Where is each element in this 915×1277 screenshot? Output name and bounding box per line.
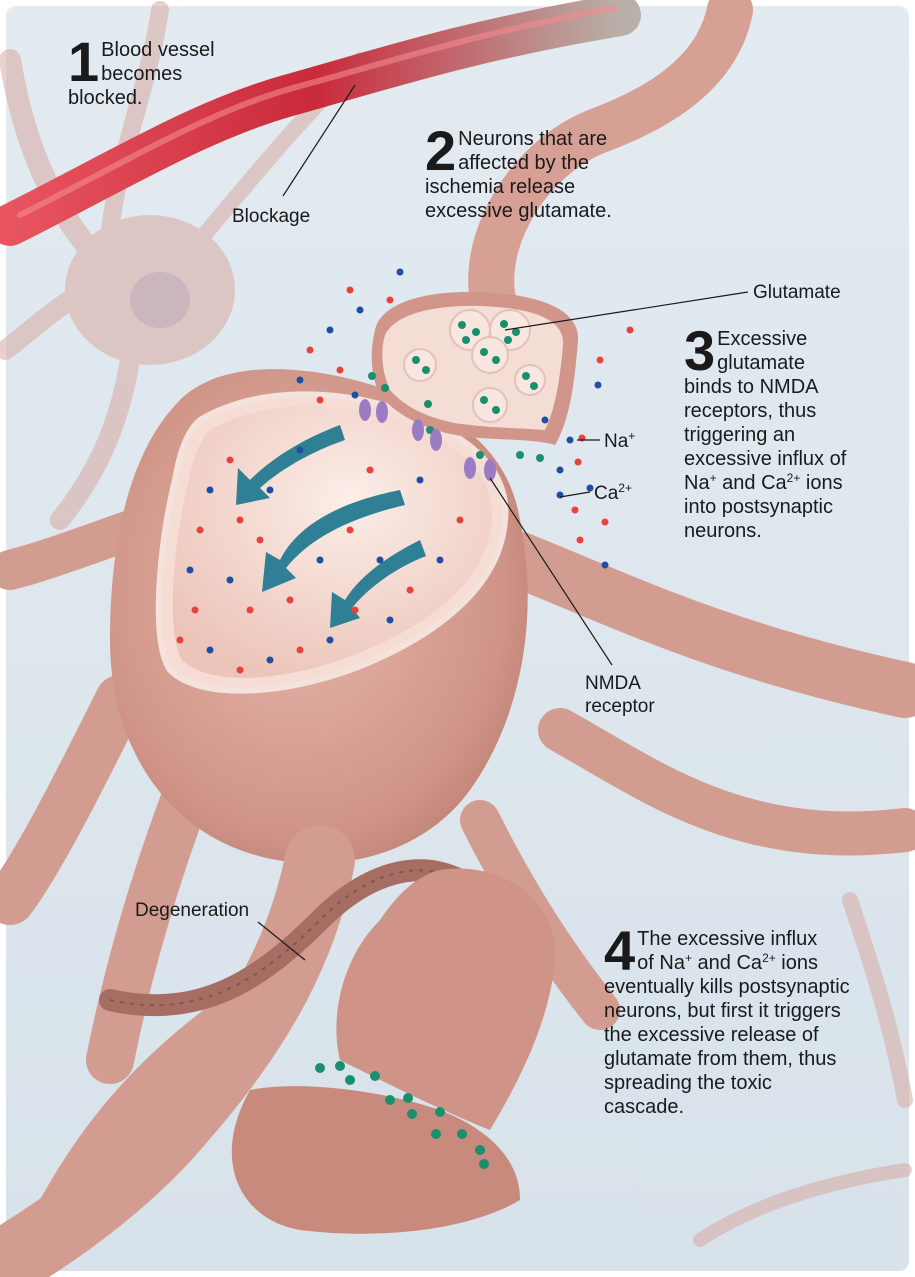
step-4-number: 4 [604,929,635,974]
step-4-line: eventually kills postsynaptic [604,975,904,999]
step-3-line: triggering an [684,423,899,447]
step-3-line: Excessive [684,327,899,351]
step-3-line: neurons. [684,519,899,543]
step-2: 2 Neurons that are affected by the ische… [425,127,660,223]
label-na: Na+ [604,430,635,453]
step-2-number: 2 [425,129,456,174]
step-1: 1 Blood vessel becomes blocked. [68,38,243,110]
step-4-line: cascade. [604,1095,904,1119]
step-3-line: binds to NMDA [684,375,899,399]
step-3-number: 3 [684,329,715,374]
step-4-line: the excessive release of [604,1023,904,1047]
label-blockage: Blockage [232,205,310,228]
label-degeneration: Degeneration [135,899,249,922]
label-ca: Ca2+ [594,482,632,505]
step-3: 3 Excessive glutamate binds to NMDA rece… [684,327,899,543]
step-4-line: spreading the toxic [604,1071,904,1095]
step-3-line: glutamate [684,351,899,375]
step-4-line: glutamate from them, thus [604,1047,904,1071]
step-3-line: into postsynaptic [684,495,899,519]
step-3-line: receptors, thus [684,399,899,423]
step-4-line: neurons, but first it triggers [604,999,904,1023]
label-glutamate: Glutamate [753,281,841,304]
step-4-ion-line: of Na+ and Ca2+ ions [604,951,904,975]
step-3-line: excessive influx of [684,447,899,471]
step-4-line: The excessive influx [604,927,904,951]
step-4: 4 The excessive influx of Na+ and Ca2+ i… [604,927,904,1119]
step-1-number: 1 [68,40,99,85]
step-3-ion-line: Na+ and Ca2+ ions [684,471,899,495]
label-nmda-receptor: NMDA receptor [585,672,655,718]
